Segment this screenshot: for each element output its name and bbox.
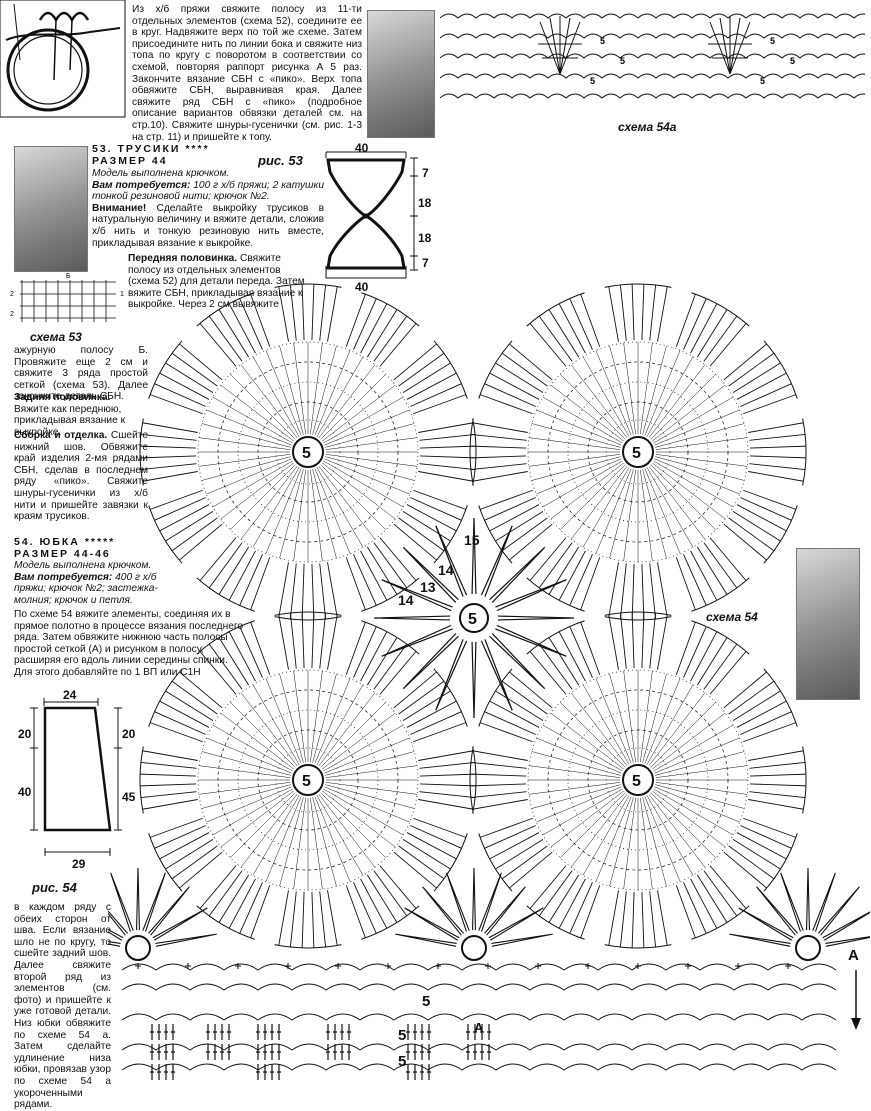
s53-header: 53. ТРУСИКИ **** РАЗМЕР 44 (92, 143, 322, 167)
half-flower-0 (108, 867, 217, 947)
arc-row-3 (121, 1043, 837, 1051)
arc-row-4 (121, 1063, 837, 1071)
arc-row-2 (121, 1013, 837, 1021)
row-label-0: 5 (422, 993, 430, 1010)
motif-center-label-2: 5 (632, 445, 641, 462)
pattern-54-top: 24 (63, 688, 77, 702)
pattern-53-bottom: 40 (355, 280, 369, 294)
s54-header: 54. ЮБКА ***** РАЗМЕР 44-46 (14, 536, 164, 560)
s54-title: 54. ЮБКА (14, 536, 80, 548)
star-label-0: 15 (464, 532, 480, 548)
pattern-53-top: 40 (355, 141, 369, 155)
svg-text:5: 5 (760, 76, 765, 86)
s54-size: РАЗМЕР 44-46 (14, 548, 111, 560)
s54-text: По схеме 54 вяжите элементы, соединяя их… (14, 609, 244, 678)
s53-size: РАЗМЕР 44 (92, 155, 168, 167)
pattern-53-r1: 7 (422, 166, 429, 180)
schema-54a-caption: схема 54а (618, 120, 677, 134)
half-flower-ring-2 (795, 935, 821, 961)
s53-need: 100 г х/б пряжи; 2 катушки тонкой резино… (92, 179, 324, 203)
stitch-crosses (135, 963, 791, 969)
half-flower-ring-0 (125, 935, 151, 961)
pattern-54-left: 40 (18, 785, 32, 799)
pattern-54-bottom: 29 (72, 857, 86, 871)
s54-need-label: Вам потребуется: (14, 571, 113, 583)
schema-54-caption: схема 54 (706, 610, 758, 624)
s53-attention-label: Внимание! (92, 202, 147, 214)
svg-text:5: 5 (770, 36, 775, 46)
schema-53-chart: Б 2 1 2 (10, 273, 124, 322)
center-star-ring (459, 603, 489, 633)
s53-intro: Модель выполнена крючком. Вам потребуетс… (92, 168, 324, 249)
s53-front-a: Передняя половинка. Свяжите полосу из от… (128, 253, 305, 311)
schema-53-mark-3: 2 (10, 311, 14, 318)
s53-fig-caption: рис. 53 (258, 153, 303, 168)
skirt-model-photo (796, 548, 860, 700)
pattern-54-right: 45 (122, 790, 136, 804)
motif-center-label-4: 5 (632, 773, 641, 790)
s53-assembly-label: Сборка и отделка. (14, 430, 108, 441)
s53-back-label: Задняя половинка. (14, 392, 111, 403)
s53-attention: Сделайте выкройку трусиков в натуральную… (92, 202, 324, 249)
svg-text:5: 5 (590, 76, 595, 86)
schema-53-label: Б (66, 273, 71, 280)
pattern-53-r2: 18 (418, 196, 432, 210)
schema-53-caption: схема 53 (30, 330, 82, 344)
s53-stars: **** (185, 143, 210, 155)
motif-3 (139, 611, 477, 949)
s53-front-b: ажурную полосу Б. Провяжите еще 2 см и с… (14, 345, 148, 403)
s54-stars: ***** (84, 536, 116, 548)
motif-1 (139, 283, 477, 621)
row-label-1: 5 (398, 1027, 406, 1044)
pattern-54-right-top: 20 (122, 727, 136, 741)
direction-arrow-head (851, 1018, 861, 1030)
motif-2 (469, 283, 807, 621)
skirt-pattern-drawing (30, 698, 122, 856)
a-marker-right: А (848, 947, 859, 964)
panties-model-photo (14, 146, 88, 272)
star-label-3: 14 (398, 592, 414, 608)
pattern-53-r3: 18 (418, 231, 432, 245)
s53-model: Модель выполнена крючком. (92, 168, 230, 179)
pattern-54-left-top: 20 (18, 727, 32, 741)
s53-title: 53. ТРУСИКИ (92, 143, 181, 155)
motif-4 (469, 611, 807, 949)
top-text: Из х/б пряжи свяжите полосу из 11-ти отд… (132, 4, 362, 143)
s53-assembly: Сборка и отделка. Сшейте нижний шов. Обв… (14, 430, 148, 523)
s54-text2: в каждом ряду с обеих сторон от шва. Есл… (14, 902, 111, 1111)
s53-back: Задняя половинка. Вяжите как переднюю, п… (14, 392, 126, 438)
schema-53-mark-2: 1 (120, 291, 124, 298)
center-star (373, 517, 575, 719)
row-label-2: 5 (398, 1053, 406, 1070)
panties-pattern-drawing (325, 151, 418, 279)
s54-fig-caption: рис. 54 (32, 880, 77, 895)
star-label-2: 13 (420, 579, 436, 595)
arc-row-0 (121, 963, 837, 971)
schema-54a-chart: 5 5 5 5 5 5 (440, 13, 865, 99)
svg-text:5: 5 (600, 36, 605, 46)
motif-center-label-1: 5 (302, 445, 311, 462)
s53-front-label: Передняя половинка. (128, 253, 238, 264)
arc-row-1 (121, 983, 837, 991)
s54-need: 400 г х/б пряжи; крючок №2; застежка-мол… (14, 571, 158, 606)
pattern-53-r4: 7 (422, 256, 429, 270)
half-flower-2 (729, 867, 870, 947)
half-flower-1 (395, 867, 553, 947)
half-flower-ring-1 (461, 935, 487, 961)
center-star-label: 5 (468, 611, 477, 628)
top-model-photo (367, 10, 435, 138)
svg-text:5: 5 (620, 56, 625, 66)
star-label-1: 14 (438, 562, 454, 578)
schema-53-mark-1: 2 (10, 291, 14, 298)
stitch-posts (150, 1024, 491, 1080)
ring-technique-illustration (0, 0, 126, 118)
s54-model: Модель выполнена крючком. (14, 560, 152, 571)
s53-need-label: Вам потребуется: (92, 179, 191, 191)
s54-intro: Модель выполнена крючком. Вам потребуетс… (14, 560, 164, 606)
a-marker-center: А (474, 1020, 484, 1035)
motif-center-label-3: 5 (302, 773, 311, 790)
svg-text:5: 5 (790, 56, 795, 66)
